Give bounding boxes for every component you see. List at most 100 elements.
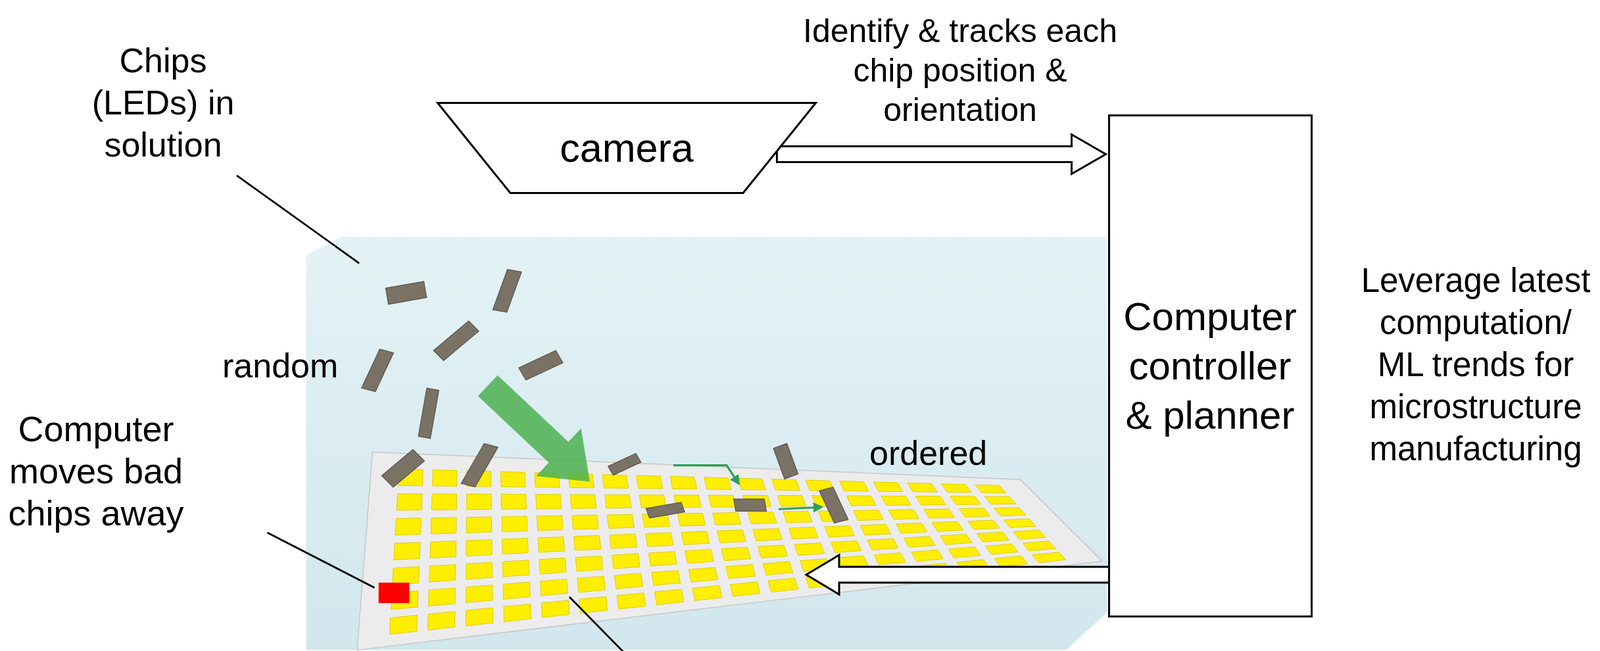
contact-pad (432, 470, 458, 487)
contact-pad (948, 547, 981, 559)
contact-pad (788, 527, 819, 540)
bad-chip (378, 582, 410, 604)
contact-pad (958, 508, 990, 517)
contact-pad (503, 604, 532, 623)
callout-label: Chips (LEDs) in solution (80, 39, 246, 166)
controller-box: Computer controller & planner (1108, 114, 1313, 618)
control-arrow (806, 555, 1109, 595)
contact-pad (577, 576, 606, 592)
move-arrow (673, 465, 739, 485)
contact-pad (747, 512, 776, 525)
contact-pad (839, 481, 869, 492)
contact-pad (846, 495, 876, 506)
contact-pad (501, 516, 528, 532)
contact-pad (729, 581, 761, 597)
contact-pad (389, 615, 417, 635)
contact-pad (636, 475, 663, 489)
contact-pad (648, 551, 677, 567)
contact-pad (654, 589, 684, 606)
led-chip (518, 350, 563, 381)
led-chip (460, 443, 498, 488)
contact-pad (392, 566, 420, 585)
contact-pad (465, 607, 493, 627)
contact-pad (923, 509, 955, 519)
contact-pad (570, 494, 597, 509)
contact-pad (712, 512, 742, 526)
contact-pad (737, 478, 766, 490)
led-chip (645, 502, 685, 519)
led-chip (381, 449, 425, 488)
contact-pad (427, 611, 456, 631)
leader-line (267, 532, 375, 588)
led-chip (733, 499, 767, 511)
contact-pad (614, 573, 643, 590)
contact-pad (1003, 518, 1036, 528)
contact-pad (501, 494, 527, 510)
contact-pad (688, 567, 718, 582)
contact-pad (502, 537, 529, 554)
contact-pad (704, 477, 732, 490)
contact-pad (692, 585, 723, 601)
contact-pad (721, 547, 751, 561)
contact-pad (994, 507, 1026, 517)
contact-pad (535, 494, 562, 510)
contact-pad (605, 494, 632, 508)
contact-pad (609, 533, 638, 549)
contact-pad (670, 476, 698, 489)
contact-pad (430, 517, 457, 534)
contact-pad (575, 555, 604, 572)
contact-pad (830, 540, 861, 553)
contact-pad (503, 581, 531, 600)
leader-line (236, 175, 360, 264)
chips (361, 269, 849, 524)
contact-pad (903, 536, 935, 548)
state-label: random (222, 344, 339, 387)
contact-pad (606, 514, 634, 529)
contact-pad (1022, 541, 1056, 552)
contact-pad (502, 560, 529, 577)
led-chip (608, 453, 642, 475)
contact-pad (941, 484, 972, 493)
contact-pad (536, 515, 563, 531)
callout-label: Computer moves bad chips away (3, 407, 189, 534)
contact-pad (466, 585, 494, 604)
contact-pad (466, 516, 492, 533)
node-text: camera (520, 124, 734, 171)
led-chip (492, 269, 522, 313)
contact-pad (777, 495, 806, 508)
contact-pad (975, 484, 1007, 493)
contact-pad (911, 549, 944, 561)
state-label: ordered (869, 432, 988, 475)
contact-pad (950, 496, 982, 506)
contact-pad (395, 518, 421, 536)
contact-pad (612, 553, 640, 569)
contact-pad (681, 531, 710, 545)
contact-pad (645, 532, 674, 547)
contact-pad (726, 564, 756, 579)
contact-pad (541, 600, 569, 618)
contact-pad (708, 495, 736, 508)
contact-pad (994, 555, 1028, 567)
contact-pad (602, 474, 629, 489)
contact-pad (794, 543, 825, 556)
camera-trapezoid: camera (436, 101, 817, 194)
contact-pad (758, 545, 788, 559)
contact-pad (968, 520, 1000, 530)
contact-pad (873, 553, 906, 565)
contact-pad (873, 482, 903, 492)
contact-pad (907, 482, 938, 492)
contact-pad (539, 558, 567, 575)
contact-pad (984, 496, 1016, 505)
contact-pad (685, 549, 715, 563)
led-chip (819, 487, 849, 524)
led-chip (433, 320, 479, 361)
contact-pad (824, 526, 855, 538)
contact-pad (1013, 530, 1046, 540)
contact-pad (430, 541, 456, 559)
contact-pad (762, 561, 794, 575)
contact-pad (540, 579, 569, 596)
contact-pad (931, 521, 963, 532)
contact-pad (772, 479, 801, 491)
contact-pad (616, 593, 646, 609)
